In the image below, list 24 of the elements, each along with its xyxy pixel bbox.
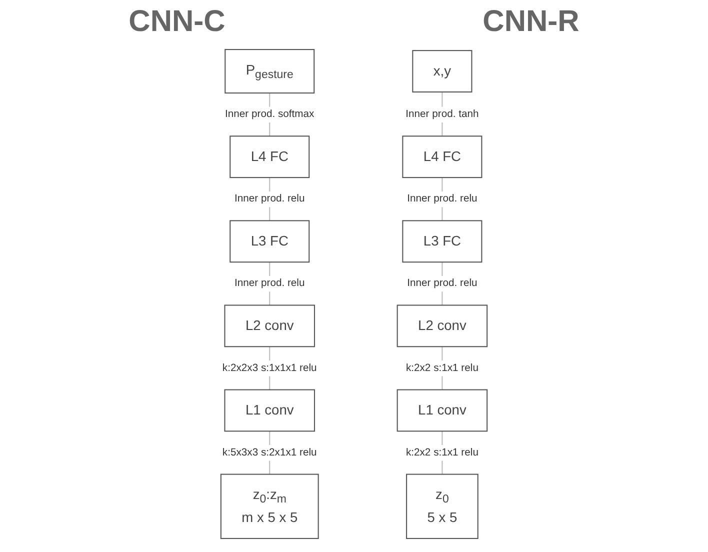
node-box: L4 FC: [230, 136, 310, 178]
edge-label: Inner prod. relu: [407, 277, 478, 289]
node-box: L3 FC: [402, 220, 482, 263]
edge-label: k:2x2 s:1x1 relu: [406, 362, 478, 374]
node-box: z$_{0}$ 5 x 5: [406, 474, 478, 539]
node-box: L4 FC: [402, 136, 482, 178]
edge-label: Inner prod. relu: [234, 277, 305, 289]
edge-label: Inner prod. tanh: [406, 108, 479, 120]
node-box: z$_{0}$:z$_{m}$ m x 5 x 5: [220, 474, 319, 539]
edge-label: k:5x3x3 s:2x1x1 relu: [222, 446, 317, 458]
edge-label: Inner prod. relu: [407, 192, 478, 204]
column-title: CNN-C: [128, 5, 226, 39]
node-box: P$_{gesture}$: [224, 49, 315, 94]
node-box: L2 conv: [396, 304, 488, 348]
node-box: L1 conv: [224, 389, 316, 432]
node-box: L2 conv: [224, 304, 316, 348]
node-box: L1 conv: [396, 389, 488, 432]
edge-label: Inner prod. relu: [234, 192, 305, 204]
column-title: CNN-R: [482, 5, 580, 39]
node-box: x,y: [412, 50, 472, 92]
edge-label: k:2x2 s:1x1 relu: [406, 446, 478, 458]
edge-label: k:2x2x3 s:1x1x1 relu: [222, 362, 317, 374]
edge-label: Inner prod. softmax: [225, 108, 314, 120]
node-box: L3 FC: [230, 220, 310, 263]
